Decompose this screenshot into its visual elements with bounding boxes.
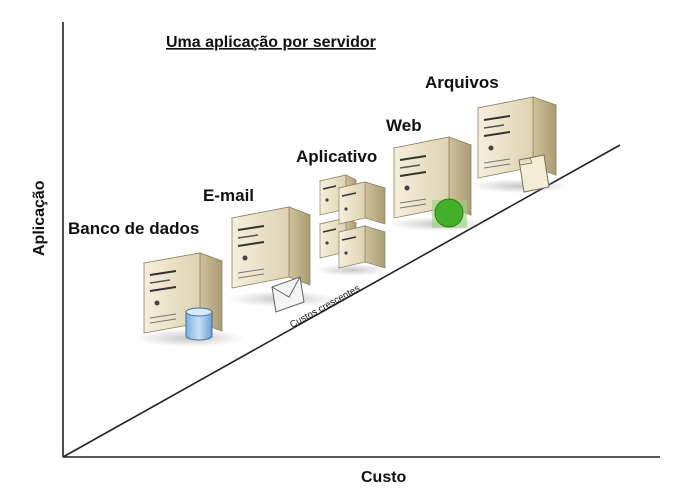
folder-icon bbox=[518, 154, 550, 193]
x-axis-label: Custo bbox=[361, 469, 407, 486]
globe-circle-icon bbox=[432, 198, 467, 228]
database-cylinder-icon bbox=[185, 307, 213, 341]
y-axis-label: Aplicação bbox=[31, 180, 48, 256]
diagram-title: Uma aplicação por servidor bbox=[166, 34, 376, 51]
server-label-arquivos: Arquivos bbox=[425, 73, 499, 92]
server-arquivos bbox=[470, 96, 570, 193]
cost-trend-line bbox=[62, 144, 621, 458]
envelope-icon bbox=[271, 276, 305, 313]
server-label-e-mail: E-mail bbox=[203, 186, 254, 205]
server-label-web: Web bbox=[386, 116, 422, 135]
server-label-banco-de-dados: Banco de dados bbox=[68, 219, 199, 238]
server-label-aplicativo: Aplicativo bbox=[296, 147, 377, 166]
rack-servers-icon bbox=[316, 174, 388, 276]
